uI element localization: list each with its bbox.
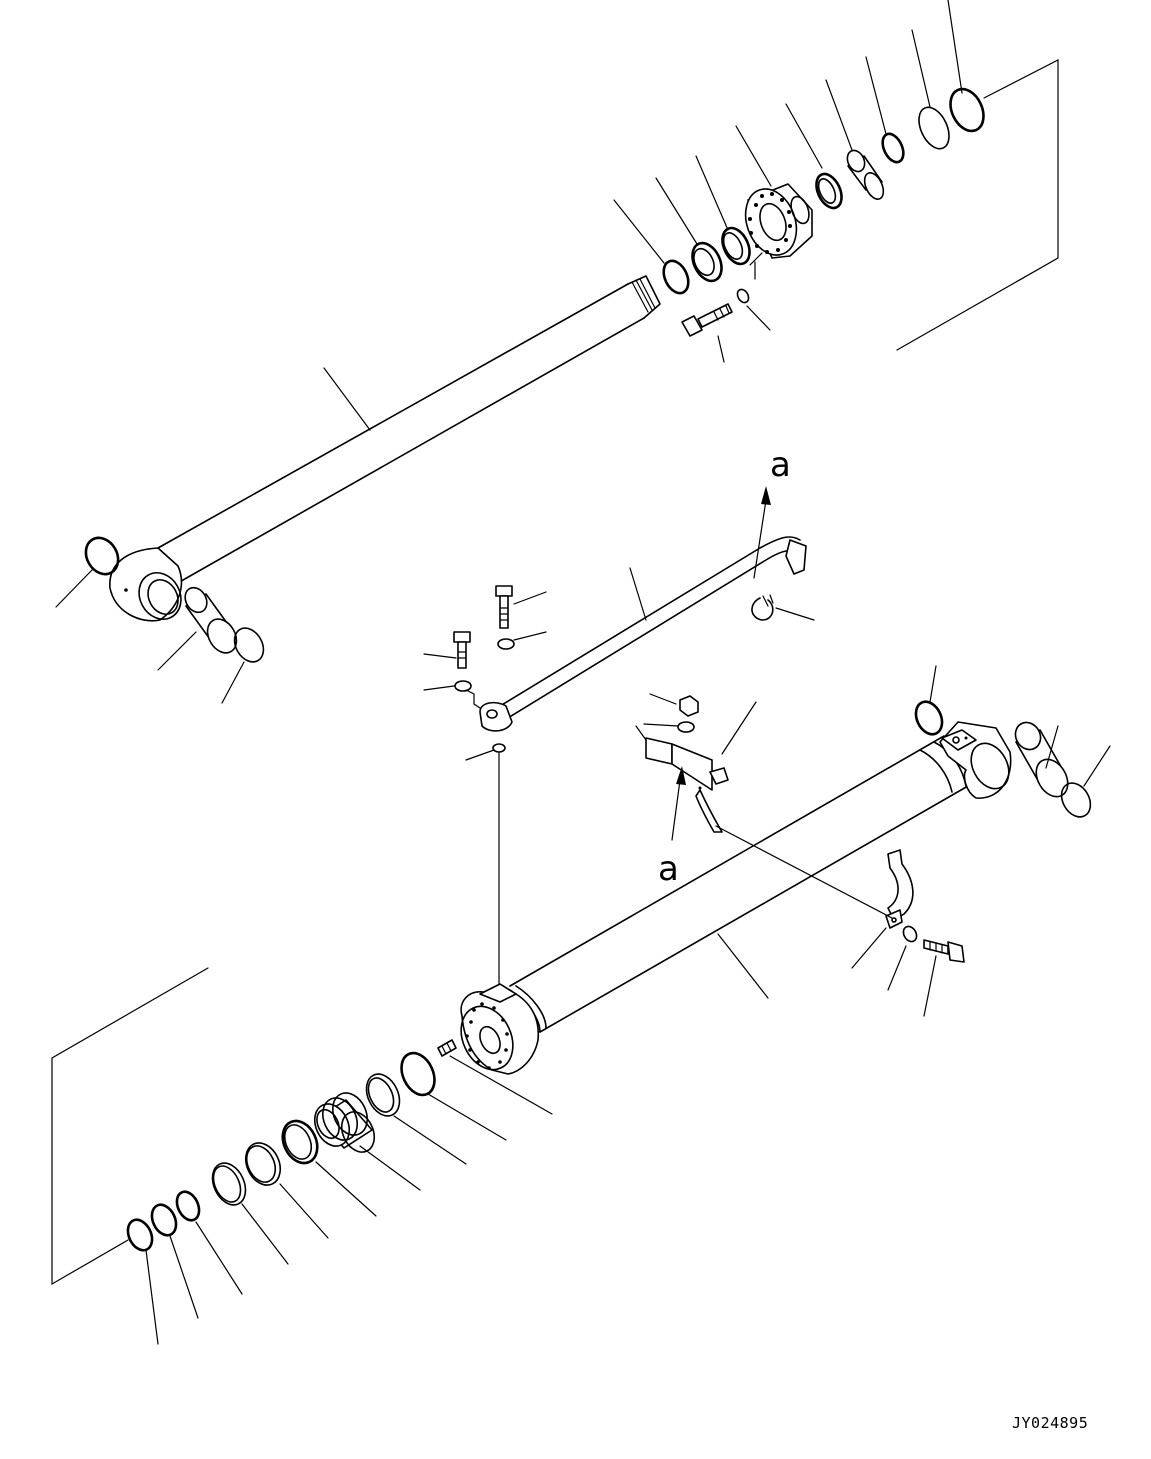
flange-bolt	[453, 631, 471, 669]
washer	[902, 925, 918, 943]
pipe-clamp	[751, 597, 774, 621]
dust-seal	[1060, 782, 1092, 818]
washer	[677, 721, 695, 733]
snap-ring	[150, 1203, 178, 1237]
backup-ring	[365, 1073, 401, 1117]
cylinder-head	[744, 183, 813, 259]
wear-ring	[212, 1165, 242, 1203]
o-ring	[949, 87, 985, 133]
o-ring	[492, 743, 506, 753]
wear-ring	[245, 1145, 277, 1183]
tube-clamp	[885, 849, 914, 929]
o-ring	[400, 1051, 436, 1097]
clamp-bolt	[923, 939, 965, 963]
sensor-bracket	[635, 725, 729, 833]
ref-label-top: a	[770, 445, 791, 485]
backup-ring	[918, 106, 950, 150]
rod-bushing	[846, 149, 885, 200]
wear-ring	[244, 1142, 282, 1186]
assembly-bracket-line	[896, 59, 1059, 351]
wear-ring	[722, 232, 744, 260]
flange-bolt	[495, 585, 513, 629]
seal-ring	[662, 259, 690, 295]
cylinder-tube	[509, 721, 1012, 1033]
bottom-cylinder-head	[460, 983, 540, 1075]
seal-ring	[914, 700, 944, 736]
piston-ring	[283, 1124, 313, 1160]
buffer-ring	[815, 172, 843, 210]
head-bolt	[681, 303, 733, 337]
snap-ring	[881, 132, 905, 164]
seal-ring	[693, 247, 715, 277]
washer	[736, 288, 750, 304]
piston-ring	[281, 1119, 319, 1165]
drawing-code: JY024895	[1012, 1414, 1088, 1432]
ref-arrow-top	[753, 486, 771, 579]
snap-ring	[126, 1218, 154, 1252]
leader-lines	[55, 0, 963, 704]
washer	[454, 680, 472, 692]
leader-lines	[423, 567, 815, 761]
hex-nut	[679, 695, 699, 717]
buffer-ring	[817, 178, 837, 204]
backup-ring	[367, 1077, 395, 1113]
assembly-bracket-line	[51, 967, 209, 1286]
seal-ring	[691, 241, 723, 283]
ref-label-bottom: a	[658, 849, 679, 889]
hydraulic-pipe	[479, 536, 807, 732]
piston	[313, 1092, 376, 1153]
snap-ring	[175, 1190, 201, 1222]
leader-lines	[145, 665, 1111, 1345]
dust-seal	[233, 627, 265, 663]
bushing	[1014, 721, 1069, 798]
seal-ring	[84, 536, 120, 576]
plug	[437, 1039, 457, 1057]
washer	[497, 638, 515, 650]
bushing	[184, 586, 238, 654]
wear-ring	[211, 1162, 247, 1206]
piston-rod	[109, 275, 661, 622]
ref-arrow-bottom	[671, 766, 686, 841]
